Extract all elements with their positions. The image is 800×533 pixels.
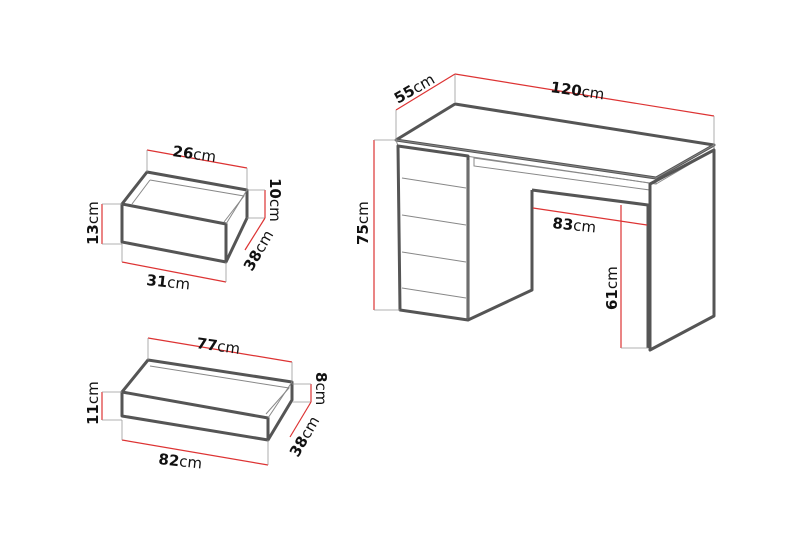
- desk-legroom-height-label: 61cm: [603, 266, 621, 310]
- large-drawer-dimensions: [101, 337, 312, 466]
- small-drawer-drawing: [120, 170, 249, 264]
- desk-height-label: 75cm: [354, 201, 372, 245]
- desk-width-label: 120cm: [549, 78, 605, 103]
- small-drawer-front-width-label: 31cm: [146, 271, 191, 293]
- large-drawer-inner-height-label: 8cm: [312, 372, 330, 405]
- large-drawer-depth-label: 38cm: [286, 413, 323, 460]
- small-drawer-inner-height-label: 10cm: [266, 178, 284, 222]
- desk-dimensions: [373, 73, 715, 349]
- small-drawer-inner-width-label: 26cm: [171, 142, 217, 166]
- large-drawer-front-height-label: 11cm: [84, 381, 102, 425]
- large-drawer-front-width-label: 82cm: [158, 450, 203, 472]
- desk-legroom-width-label: 83cm: [552, 214, 597, 236]
- desk-depth-label: 55cm: [391, 70, 438, 107]
- large-drawer-inner-width-label: 77cm: [195, 334, 241, 358]
- small-drawer-depth-label: 38cm: [240, 227, 277, 274]
- large-drawer-drawing: [120, 358, 294, 442]
- small-drawer-dimensions: [101, 149, 266, 283]
- desk-drawing: [394, 102, 716, 352]
- small-drawer-front-height-label: 13cm: [84, 201, 102, 245]
